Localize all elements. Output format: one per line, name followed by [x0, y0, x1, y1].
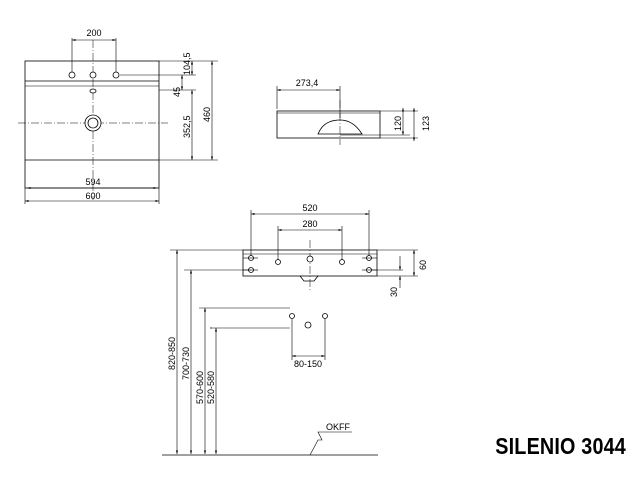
dim-120: 120	[393, 116, 403, 131]
tap-hole-center	[89, 71, 97, 79]
top-view: 200 104,5 45 352,5 460 594 600	[18, 28, 218, 204]
overflow	[89, 88, 97, 94]
dim-30: 30	[389, 287, 399, 297]
drain-inner	[87, 117, 99, 129]
side-view: 273,4 120 123	[276, 78, 431, 145]
dim-280: 280	[302, 219, 317, 229]
installation-view: 80-150 820-850 700-730 570-600 520-580 O…	[162, 249, 378, 456]
dim-520-580: 520-580	[206, 371, 216, 404]
dim-123: 123	[421, 116, 431, 131]
dim-104-5: 104,5	[182, 52, 192, 75]
dim-594: 594	[85, 177, 100, 187]
dim-45: 45	[172, 87, 182, 97]
dim-200: 200	[86, 28, 101, 38]
dim-273-4: 273,4	[296, 78, 319, 88]
dim-80-150: 80-150	[294, 359, 322, 369]
dim-820-850: 820-850	[167, 337, 177, 370]
dim-520: 520	[302, 203, 317, 213]
dim-570-600: 570-600	[195, 371, 205, 404]
tap-hole-left	[68, 71, 76, 79]
okff-leader	[309, 431, 352, 456]
dim-352-5: 352,5	[182, 115, 192, 138]
product-title: SILENIO 3044	[495, 433, 626, 459]
front-view: 520 280 60 30	[242, 203, 428, 297]
dim-60: 60	[418, 260, 428, 270]
okff-label: OKFF	[326, 422, 351, 432]
dim-700-730: 700-730	[181, 347, 191, 380]
tap-hole-right	[112, 71, 120, 79]
dim-600: 600	[85, 191, 100, 201]
side-outline	[276, 110, 381, 139]
dim-460: 460	[202, 107, 212, 122]
